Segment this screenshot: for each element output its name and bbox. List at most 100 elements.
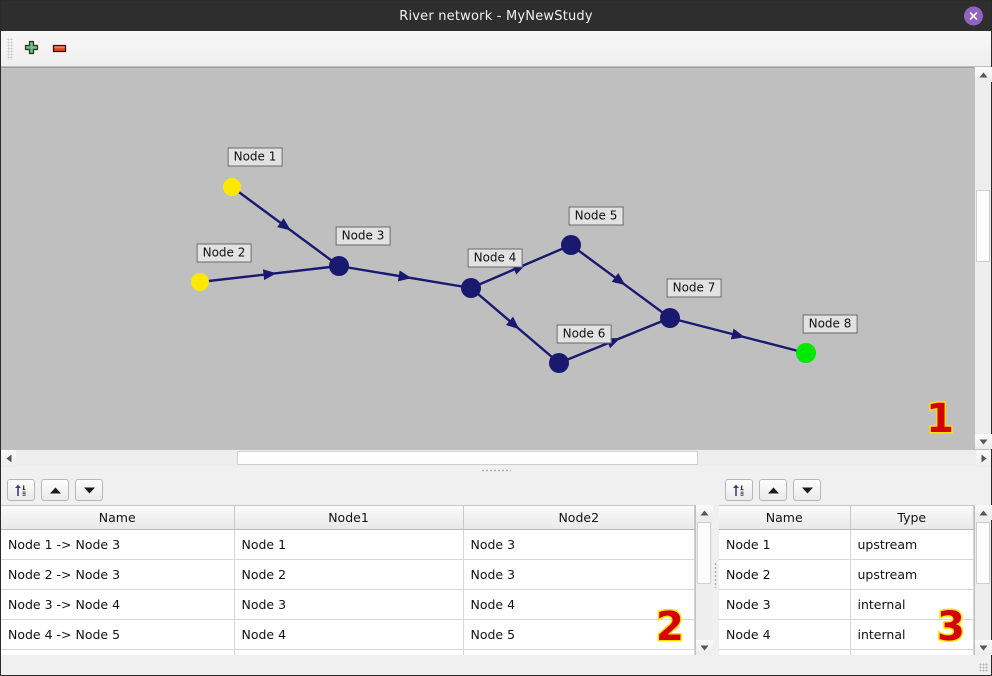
graph-node[interactable] bbox=[796, 343, 816, 363]
scroll-down-button[interactable] bbox=[975, 640, 992, 655]
scroll-up-button[interactable] bbox=[975, 67, 992, 82]
graph-node-label[interactable]: Node 3 bbox=[335, 226, 391, 246]
resize-grip-icon[interactable] bbox=[979, 663, 988, 672]
sort-ascending-icon bbox=[14, 484, 26, 496]
graph-node[interactable] bbox=[561, 235, 581, 255]
remove-element-button[interactable] bbox=[45, 35, 73, 63]
window-title: River network - MyNewStudy bbox=[399, 8, 593, 24]
table-cell[interactable]: Node 5 bbox=[463, 619, 695, 650]
nodes-vscroll-thumb[interactable] bbox=[976, 522, 990, 584]
table-cell[interactable]: Node 4 bbox=[463, 589, 695, 620]
table-cell[interactable]: Node 3 bbox=[463, 529, 695, 560]
graph-node-label[interactable]: Node 5 bbox=[568, 206, 624, 226]
graph-node-label[interactable]: Node 4 bbox=[467, 248, 523, 268]
table-cell[interactable]: Node 1 bbox=[234, 529, 464, 560]
graph-tables-splitter[interactable] bbox=[1, 466, 991, 475]
graph-node-label[interactable]: Node 7 bbox=[666, 278, 722, 298]
graph-vscroll-track[interactable] bbox=[975, 82, 991, 434]
table-cell[interactable]: upstream bbox=[850, 529, 974, 560]
table-cell[interactable]: Node 2 -> Node 3 bbox=[1, 559, 235, 590]
table-cell[interactable]: Node 3 bbox=[234, 589, 464, 620]
scroll-down-button[interactable] bbox=[975, 434, 992, 449]
graph-node[interactable] bbox=[549, 353, 569, 373]
scroll-right-button[interactable] bbox=[976, 450, 991, 467]
table-cell[interactable]: internal bbox=[850, 619, 974, 650]
toolbar-drag-handle[interactable] bbox=[7, 37, 13, 60]
table-cell[interactable]: Node 3 bbox=[719, 589, 851, 620]
table-cell[interactable]: Node 2 bbox=[719, 559, 851, 590]
table-cell[interactable] bbox=[1, 649, 235, 655]
reaches-move-down-button[interactable] bbox=[75, 479, 103, 501]
table-cell[interactable]: Node 4 bbox=[719, 619, 851, 650]
table-cell[interactable]: Node 1 bbox=[719, 529, 851, 560]
graph-node-label[interactable]: Node 1 bbox=[227, 147, 283, 167]
graph-node[interactable] bbox=[223, 178, 241, 196]
scroll-up-button[interactable] bbox=[696, 505, 713, 520]
table-cell[interactable]: Node 4 -> Node 5 bbox=[1, 619, 235, 650]
graph-node-label[interactable]: Node 8 bbox=[802, 314, 858, 334]
add-element-button[interactable] bbox=[17, 35, 45, 63]
nodes-move-up-button[interactable] bbox=[759, 479, 787, 501]
graph-node[interactable] bbox=[191, 273, 209, 291]
graph-horizontal-scrollbar[interactable] bbox=[1, 449, 991, 467]
nodes-column-header[interactable]: Name bbox=[719, 506, 851, 530]
nodes-column-header[interactable]: Type bbox=[850, 506, 974, 530]
triangle-up-icon bbox=[979, 510, 988, 515]
graph-node-label[interactable]: Node 2 bbox=[196, 243, 252, 263]
scroll-left-button[interactable] bbox=[1, 450, 16, 467]
table-cell[interactable] bbox=[234, 649, 464, 655]
graph-vertical-scrollbar[interactable] bbox=[974, 67, 992, 449]
table-cell[interactable]: Node 3 -> Node 4 bbox=[1, 589, 235, 620]
reaches-vscroll-track[interactable] bbox=[696, 520, 712, 640]
graph-node[interactable] bbox=[461, 278, 481, 298]
nodes-move-down-button[interactable] bbox=[793, 479, 821, 501]
triangle-left-icon bbox=[6, 454, 11, 463]
reaches-column-header[interactable]: Name bbox=[1, 506, 235, 530]
table-row[interactable] bbox=[719, 649, 974, 655]
reaches-move-up-button[interactable] bbox=[41, 479, 69, 501]
graph-node-label[interactable]: Node 6 bbox=[556, 324, 612, 344]
table-cell[interactable]: Node 3 bbox=[463, 559, 695, 590]
scroll-up-button[interactable] bbox=[975, 505, 992, 520]
graph-hscroll-thumb[interactable] bbox=[237, 451, 698, 465]
table-row[interactable] bbox=[1, 649, 695, 655]
graph-node[interactable] bbox=[660, 308, 680, 328]
table-cell[interactable] bbox=[719, 649, 851, 655]
table-cell[interactable]: upstream bbox=[850, 559, 974, 590]
graph-node[interactable] bbox=[329, 256, 349, 276]
close-window-button[interactable] bbox=[964, 6, 983, 26]
reaches-column-header[interactable]: Node1 bbox=[234, 506, 464, 530]
reaches-sort-button[interactable] bbox=[7, 479, 35, 501]
nodes-vertical-scrollbar[interactable] bbox=[974, 505, 992, 655]
reaches-column-header[interactable]: Node2 bbox=[463, 506, 695, 530]
nodes-sort-button[interactable] bbox=[725, 479, 753, 501]
reaches-vertical-scrollbar[interactable] bbox=[695, 505, 713, 655]
nodes-vscroll-track[interactable] bbox=[975, 520, 991, 640]
table-cell[interactable]: Node 1 -> Node 3 bbox=[1, 529, 235, 560]
graph-vscroll-thumb[interactable] bbox=[976, 190, 990, 262]
table-cell[interactable]: Node 4 bbox=[234, 619, 464, 650]
tables-splitter[interactable] bbox=[712, 475, 719, 675]
reaches-vscroll-thumb[interactable] bbox=[697, 522, 711, 584]
graph-hscroll-track[interactable] bbox=[16, 450, 976, 466]
table-cell[interactable]: Node 2 bbox=[234, 559, 464, 590]
table-cell[interactable]: internal bbox=[850, 589, 974, 620]
table-cell[interactable] bbox=[850, 649, 974, 655]
scroll-down-button[interactable] bbox=[696, 640, 713, 655]
table-cell[interactable] bbox=[463, 649, 695, 655]
